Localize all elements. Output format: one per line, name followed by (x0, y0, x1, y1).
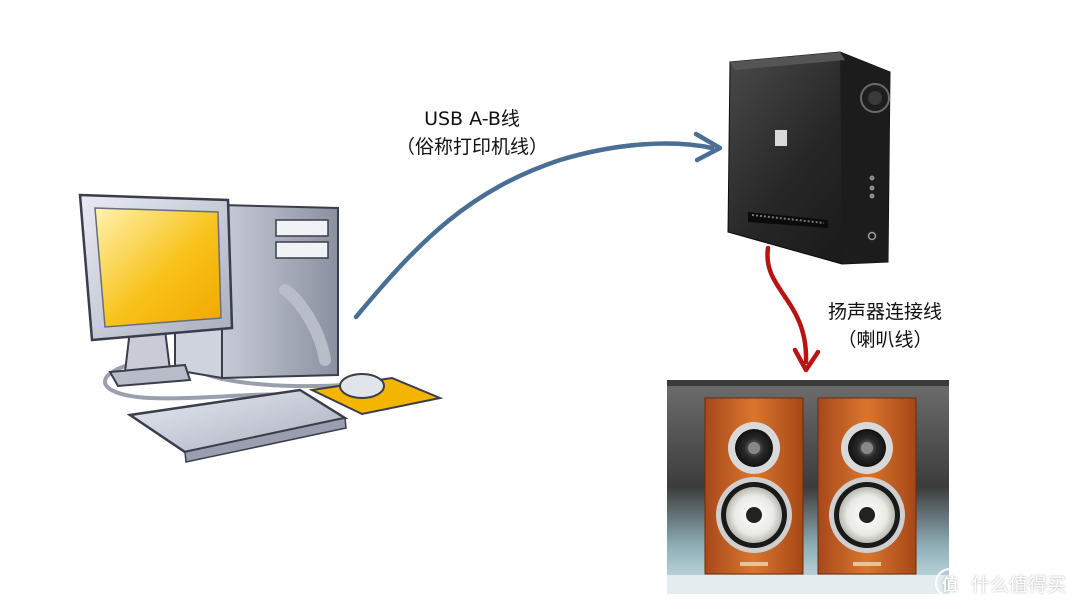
speaker-cable-label-line1: 扬声器连接线 (827, 301, 942, 323)
computer-icon (78, 193, 444, 463)
speaker-cable-label-line2: （喇叭线） (837, 329, 933, 351)
speaker-cable-label: 扬声器连接线 （喇叭线） (800, 298, 970, 354)
dac-amplifier-icon (727, 51, 891, 265)
speakers-icon (667, 380, 949, 594)
usb-cable-label-line2: （俗称打印机线） (395, 136, 548, 158)
usb-cable-label: USB A-B线 （俗称打印机线） (372, 105, 572, 161)
watermark: 值 什么值得买 (934, 568, 1066, 598)
watermark-logo-icon: 值 (934, 568, 965, 598)
usb-arrow-icon (353, 131, 723, 320)
watermark-text: 什么值得买 (970, 573, 1066, 596)
usb-cable-label-line1: USB A-B线 (424, 108, 520, 130)
speaker-wire-arrow-icon (765, 245, 821, 373)
